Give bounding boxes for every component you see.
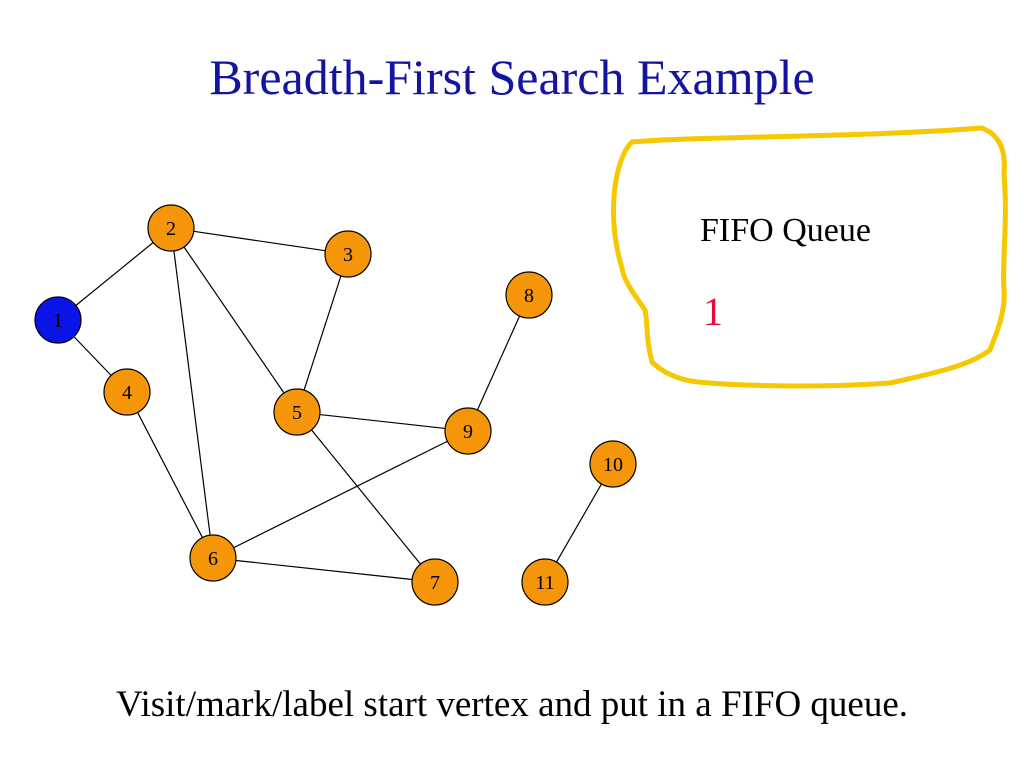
node-11: 11 [521, 558, 569, 606]
node-circle [103, 368, 151, 416]
node-label: 4 [122, 382, 132, 404]
node-label: 3 [343, 244, 353, 266]
edge-6-9 [233, 440, 448, 549]
node-label: 2 [166, 218, 176, 240]
node-5: 5 [273, 388, 321, 436]
queue-item: 1 [703, 289, 723, 334]
node-circle [505, 271, 553, 319]
queue-title: FIFO Queue [700, 212, 871, 249]
queue-items: 1 [703, 292, 723, 332]
edge-2-6 [173, 250, 211, 536]
slide-caption: Visit/mark/label start vertex and put in… [115, 684, 909, 725]
node-6: 6 [189, 534, 237, 582]
node-2: 2 [147, 204, 195, 252]
edge-8-9 [476, 315, 521, 411]
node-8: 8 [505, 271, 553, 319]
node-circle [189, 534, 237, 582]
node-3: 3 [324, 230, 372, 278]
node-9: 9 [444, 407, 492, 455]
edge-5-7 [311, 429, 421, 565]
node-7: 7 [411, 558, 459, 606]
node-label: 11 [535, 572, 554, 594]
edge-2-5 [183, 246, 285, 394]
queue-outline [611, 125, 1008, 389]
edge-4-6 [137, 412, 203, 538]
node-1: 1 [34, 296, 82, 344]
node-label: 1 [53, 310, 63, 332]
node-circle [147, 204, 195, 252]
node-circle [444, 407, 492, 455]
node-circle [521, 558, 569, 606]
node-10: 10 [589, 440, 637, 488]
edge-3-5 [303, 275, 342, 391]
node-label: 6 [208, 548, 218, 570]
edge-10-11 [555, 483, 603, 563]
edge-2-3 [193, 230, 326, 252]
slide-title: Breadth-First Search Example [209, 49, 815, 105]
node-label: 5 [292, 402, 302, 424]
node-4: 4 [103, 368, 151, 416]
edge-6-7 [235, 559, 413, 581]
node-circle [589, 440, 637, 488]
node-label: 7 [430, 572, 440, 594]
nodes-layer: 1 2 3 4 5 6 7 8 9 10 11 [34, 204, 637, 606]
node-label: 9 [463, 421, 473, 443]
edges-layer [73, 230, 603, 581]
node-circle [411, 558, 459, 606]
node-label: 8 [524, 285, 534, 307]
edge-1-4 [73, 336, 112, 376]
node-label: 10 [603, 454, 623, 476]
edge-5-9 [319, 413, 446, 430]
node-circle [324, 230, 372, 278]
edge-1-2 [75, 242, 154, 306]
node-circle [273, 388, 321, 436]
node-circle [34, 296, 82, 344]
